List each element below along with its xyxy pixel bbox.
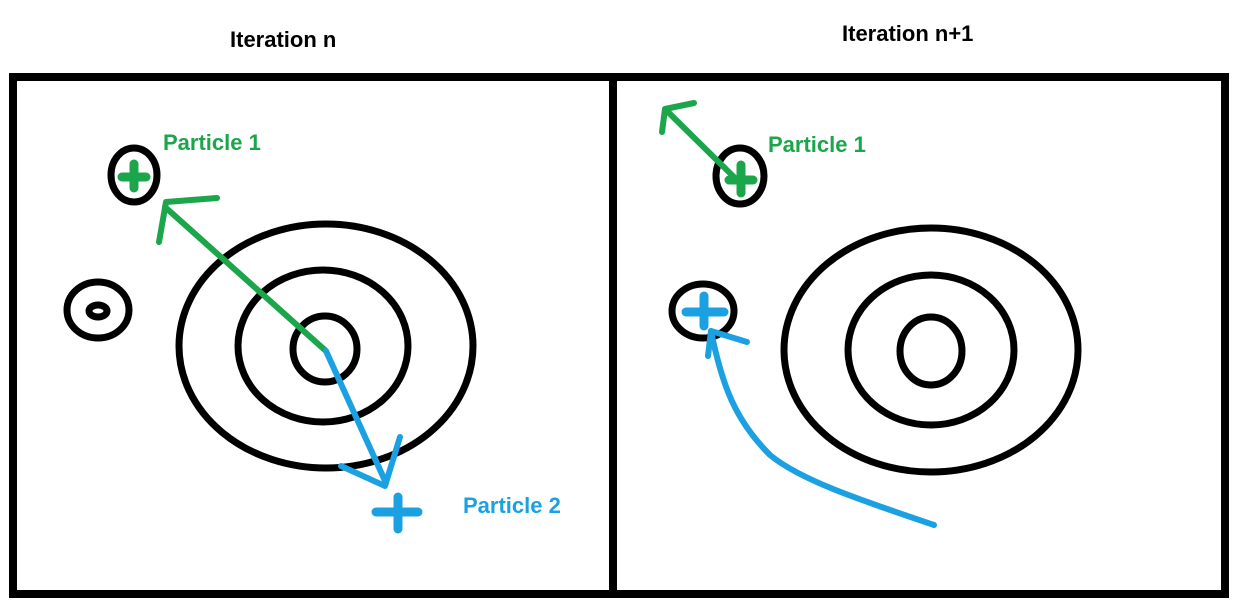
particle-2-velocity-arrow-left [323, 348, 403, 489]
contour-local-minimum-left [63, 278, 133, 342]
particle-1-velocity-arrow-right [659, 100, 744, 187]
particle-2-trajectory-arrow-right [705, 328, 937, 528]
particle-1-label-left: Particle 1 [163, 130, 261, 155]
particle-2-ring-right [668, 280, 738, 342]
particle-2-marker-left [371, 492, 423, 534]
particle-1-velocity-arrow-left [156, 195, 329, 354]
particle-2-marker-right [681, 291, 729, 331]
panel-title-iteration-n: Iteration n [230, 27, 337, 52]
contour-global-minimum-right [780, 224, 1082, 476]
panel-frame-iteration-n-plus-1 [609, 73, 1229, 598]
particle-1-target-ring-left [107, 144, 161, 206]
particle-2-label-left: Particle 2 [463, 493, 561, 518]
contour-global-minimum-left [175, 220, 477, 472]
panel-title-iteration-n-plus-1: Iteration n+1 [842, 21, 974, 46]
particle-1-label-right: Particle 1 [768, 132, 866, 157]
particle-1-ring-right [712, 144, 768, 208]
particle-1-marker-left [117, 159, 151, 193]
